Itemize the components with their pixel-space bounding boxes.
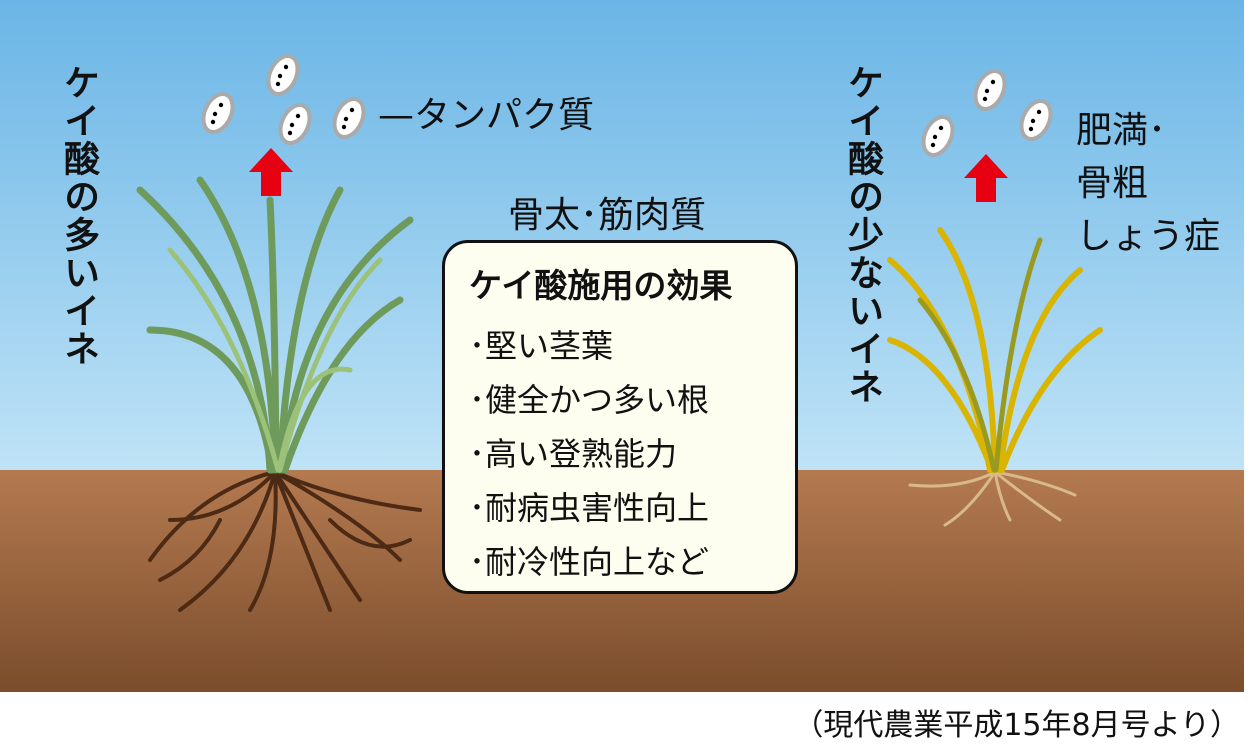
effect-item: ･高い登熟能力 [469,435,678,473]
effect-item: ･健全かつ多い根 [469,381,710,419]
effect-item: ･耐冷性向上など [469,543,710,581]
bone-muscle-label: 骨太･筋肉質 [508,195,707,236]
obesity-line: 肥満･ [1076,110,1167,151]
right-plant-label: ケイ酸の少ないイネ [842,64,883,406]
weak-rice-plant [887,227,1103,527]
healthy-rice-plant [136,176,422,612]
protein-label: —タンパク質 [378,95,595,136]
effect-item: ･堅い茎葉 [469,327,614,365]
obesity-label: 肥満･ 骨粗 しょう症 [1076,104,1220,263]
obesity-line: しょう症 [1076,216,1221,257]
left-plant-label: ケイ酸の多いイネ [58,64,99,368]
source-citation: （現代農業平成15年8月号より） [793,708,1240,743]
obesity-line: 骨粗 [1076,163,1149,204]
effects-box: ケイ酸施用の効果 ･堅い茎葉 ･健全かつ多い根 ･高い登熟能力 ･耐病虫害性向上… [442,240,798,594]
effect-item: ･耐病虫害性向上 [469,489,710,527]
effects-title: ケイ酸施用の効果 [469,266,733,305]
